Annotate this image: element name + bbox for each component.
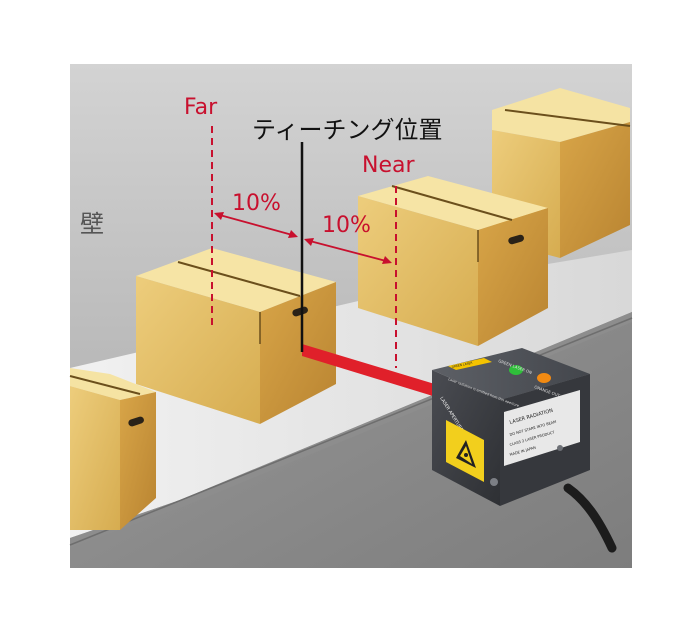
near-percent-label: 10%: [322, 213, 371, 238]
cardboard-box-left: [70, 368, 156, 530]
far-percent-label: 10%: [232, 191, 281, 216]
near-label: Near: [362, 153, 415, 178]
screw-icon: [490, 478, 498, 486]
far-label: Far: [184, 95, 218, 120]
teaching-position-label: ティーチング位置: [252, 116, 443, 144]
wall-label: 壁: [80, 210, 104, 238]
orange-indicator-icon: [537, 373, 551, 383]
screw-icon: [557, 445, 563, 451]
